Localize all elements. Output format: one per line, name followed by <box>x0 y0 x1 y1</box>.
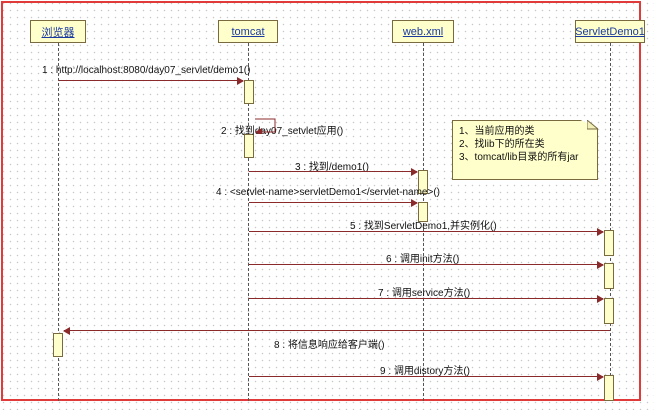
message-7-arrow <box>249 295 604 303</box>
actor-web-xml: web.xml <box>392 20 454 43</box>
message-7-label: 7 : 调用service方法() <box>378 288 471 299</box>
message-6-label: 6 : 调用init方法() <box>386 254 460 265</box>
note-line-2: 2、找lib下的所在类 <box>459 139 545 150</box>
activation-tomcat-2 <box>244 134 254 158</box>
activation-servlet-1 <box>604 230 614 256</box>
message-5-label: 5 : 找到ServletDemo1,并实例化() <box>350 221 497 232</box>
message-1-label: 1 : http://localhost:8080/day07_servlet/… <box>42 65 251 76</box>
message-2-label: 2 : 找到day07_setvlet应用() <box>221 126 344 137</box>
activation-browser <box>53 333 63 357</box>
note-corner-fold <box>587 120 598 130</box>
activation-web-xml-1 <box>418 170 428 194</box>
highlight-frame <box>1 1 641 401</box>
actor-browser: 浏览器 <box>30 20 86 43</box>
lifeline-servletdemo1 <box>610 43 611 401</box>
message-3-arrow <box>249 168 418 176</box>
lifeline-web-xml <box>423 43 424 401</box>
message-2-self-arrow <box>255 118 276 134</box>
message-8-label: 8 : 将信息响应给客户端() <box>274 340 385 351</box>
message-4-label: 4 : <servlet-name>servletDemo1</servlet-… <box>216 187 440 198</box>
note-line-1: 1、当前应用的类 <box>459 126 535 137</box>
actor-tomcat: tomcat <box>218 20 278 43</box>
note-box: 1、当前应用的类 2、找lib下的所在类 3、tomcat/lib目录的所有ja… <box>452 120 598 180</box>
lifeline-browser <box>58 43 59 401</box>
activation-servlet-3 <box>604 298 614 324</box>
activation-servlet-4 <box>604 375 614 401</box>
message-5-arrow <box>249 228 604 236</box>
message-1-arrow <box>59 77 244 85</box>
activation-web-xml-2 <box>418 202 428 222</box>
message-9-label: 9 : 调用distory方法() <box>380 366 471 377</box>
note-line-3: 3、tomcat/lib目录的所有jar <box>459 152 579 163</box>
message-4-arrow <box>249 199 418 207</box>
activation-servlet-2 <box>604 263 614 289</box>
actor-servletdemo1: ServletDemo1 <box>575 20 645 43</box>
message-3-label: 3 : 找到/demo1() <box>295 162 369 173</box>
message-9-arrow <box>249 373 604 381</box>
message-8-arrow <box>63 327 610 335</box>
activation-tomcat-1 <box>244 80 254 104</box>
message-6-arrow <box>249 261 604 269</box>
lifeline-tomcat <box>248 43 249 401</box>
